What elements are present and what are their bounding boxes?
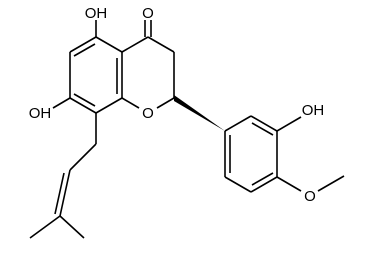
bond-o1-c8a: [121, 97, 140, 109]
bond-c-me2: [59, 215, 85, 239]
ring-c: [121, 20, 175, 109]
bond-c7-oh: [52, 97, 71, 109]
ring-a: [69, 36, 123, 114]
bond-c1p-c2p: [224, 115, 252, 132]
bond-ch2-ch: [69, 143, 97, 171]
atom-label-o-methoxy: O: [304, 188, 316, 205]
bond-c4p-c5p-inner: [251, 172, 274, 186]
atom-label-oh-c7: OH: [29, 105, 52, 122]
bond-ch-c-inner: [54, 172, 65, 215]
atom-label-o-ketone: O: [142, 5, 154, 22]
bond-c8a-c8: [95, 97, 123, 114]
bond-c6-c5-inner: [73, 43, 96, 57]
ring-b: [224, 115, 278, 193]
bond-c3p-oh: [276, 116, 302, 132]
atom-label-oh-c3p: OH: [302, 102, 325, 119]
bond-c4p-c5p: [250, 176, 278, 193]
bond-c4p-o: [276, 176, 302, 192]
bond-o-me: [317, 175, 345, 192]
bond-ch-c: [59, 169, 71, 217]
prenyl-chain: [29, 113, 97, 239]
bond-c5-c4a: [95, 36, 123, 53]
bond-c5p-c6p: [224, 176, 252, 193]
bond-c6-c5: [69, 36, 97, 53]
bond-c8-c7: [69, 97, 97, 114]
atom-label-oh-c5: OH: [85, 5, 108, 22]
bond-c2p-c3p: [250, 115, 278, 132]
wedge-bond-c2-c1p: [174, 95, 225, 131]
atom-label-o-ring: O: [142, 105, 154, 122]
bond-c4-c3: [147, 36, 175, 53]
bond-c2p-c3p-inner: [251, 122, 274, 136]
bond-c8-c7-inner: [73, 93, 96, 107]
bond-c-me1: [29, 215, 61, 239]
bond-c4a-c4: [121, 36, 149, 53]
bond-c2-o1: [156, 97, 175, 109]
